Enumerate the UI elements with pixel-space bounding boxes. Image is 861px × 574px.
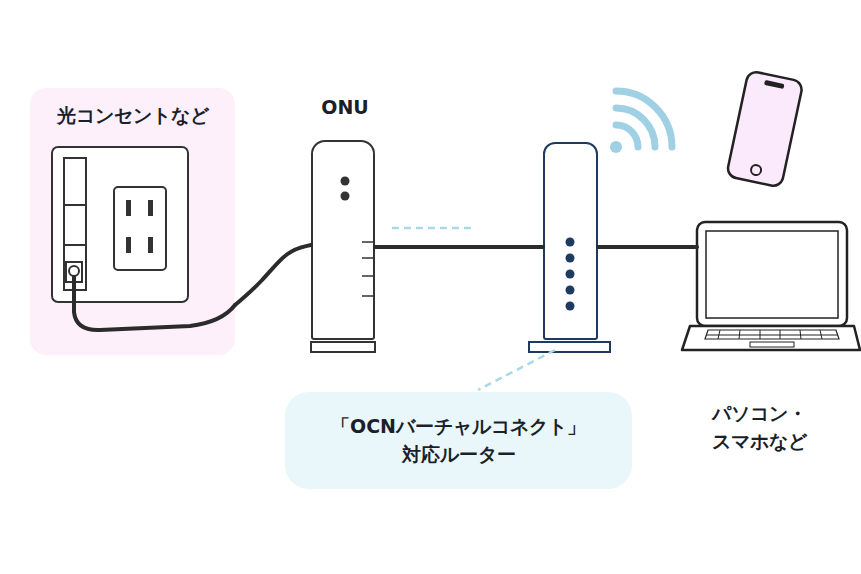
wireless-dash [392, 227, 472, 230]
node-label: ONU [275, 94, 415, 122]
wifi-symbol [610, 91, 672, 153]
outlet-area: 光コンセントなど [30, 88, 235, 355]
leader-line [478, 350, 555, 390]
node-label: 「OCNバーチャルコネクト」 対応ルーター [285, 392, 632, 489]
node-label: パソコン・ スマホなど [712, 400, 852, 455]
smartphone [726, 70, 803, 187]
router-device: 「OCNバーチャルコネクト」 対応ルーター [543, 142, 598, 340]
node-label: 光コンセントなど [30, 102, 235, 130]
laptop [682, 222, 860, 350]
cable-connector [598, 245, 697, 249]
client-devices: パソコン・ スマホなど [697, 70, 860, 355]
cable-connector [375, 245, 543, 249]
onu-device: ONU [311, 140, 375, 340]
cable-connector [235, 245, 311, 305]
